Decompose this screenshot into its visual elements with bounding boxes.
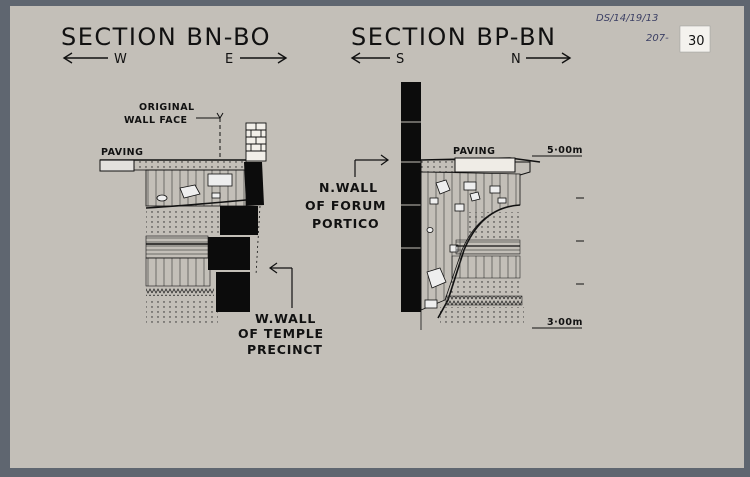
left-dir-west: W [114,52,127,67]
right-label-forum: OF FORUM [305,198,386,213]
right-stratum-banded [455,239,521,255]
left-paving-slab [99,159,135,172]
section-bn-bo: SECTION BN-BO W E ORIGINAL WALL FACE PAV… [61,23,324,357]
left-stratum-zigzag [146,288,214,296]
portico-wall-joints [401,121,421,249]
left-brick-pier [245,122,267,162]
level-bottom-label: 3·00m [547,317,583,328]
right-stones [424,179,507,309]
right-label-n-wall: N.WALL [319,180,378,195]
section-bp-bn: SECTION BP-BN S N N.WALL OF FORUM PORTIC… [305,23,584,330]
left-wall-blocks [208,162,264,312]
right-stratum-dotted-mid [448,280,522,294]
left-label-paving: PAVING [101,147,143,158]
left-label-wall-face: WALL FACE [124,115,188,126]
right-stratum-dotted-top [420,159,456,173]
right-stratum-dotted-base [440,307,524,325]
right-direction-arrows [350,52,572,64]
left-section-title: SECTION BN-BO [61,23,271,51]
left-stratum-dotted-top [133,159,247,171]
right-section-title: SECTION BP-BN [351,23,557,51]
left-label-precinct: PRECINCT [247,342,323,357]
left-label-w-wall: W.WALL [255,311,316,326]
left-wall-face [255,205,261,276]
original-face-arrow [196,112,224,160]
paper [10,6,744,468]
n-wall-arrow [354,154,390,177]
left-stratum-lined-low [145,257,211,287]
left-stones [156,173,233,202]
left-direction-arrows [62,52,288,64]
right-label-portico: PORTICO [312,216,379,231]
left-label-temple: OF TEMPLE [238,326,324,341]
level-ticks [576,197,584,285]
right-paving-slab [454,157,516,173]
left-label-original: ORIGINAL [139,102,195,113]
left-stratum-dotted-base [146,298,218,326]
right-dir-south: S [396,52,404,67]
right-stratum-dotted-upper [466,212,520,238]
right-stratum-zigzag [445,295,523,306]
w-wall-arrow [268,262,293,308]
label-tag [679,25,711,53]
right-dir-north: N [511,52,521,67]
left-stratum-boundary [145,199,247,209]
right-step [515,161,531,176]
left-stratum-dotted-mid [146,208,220,234]
right-stratum-lined [451,255,521,279]
level-top-label: 5·00m [547,145,583,156]
left-stratum-banded [145,235,209,259]
right-label-paving: PAVING [453,146,495,157]
left-dir-east: E [225,52,233,67]
label-tag-number: 30 [688,34,705,49]
handwritten-number: 207- [646,33,669,44]
sheet-reference: DS/14/19/13 [596,13,658,24]
portico-wall [401,82,421,312]
